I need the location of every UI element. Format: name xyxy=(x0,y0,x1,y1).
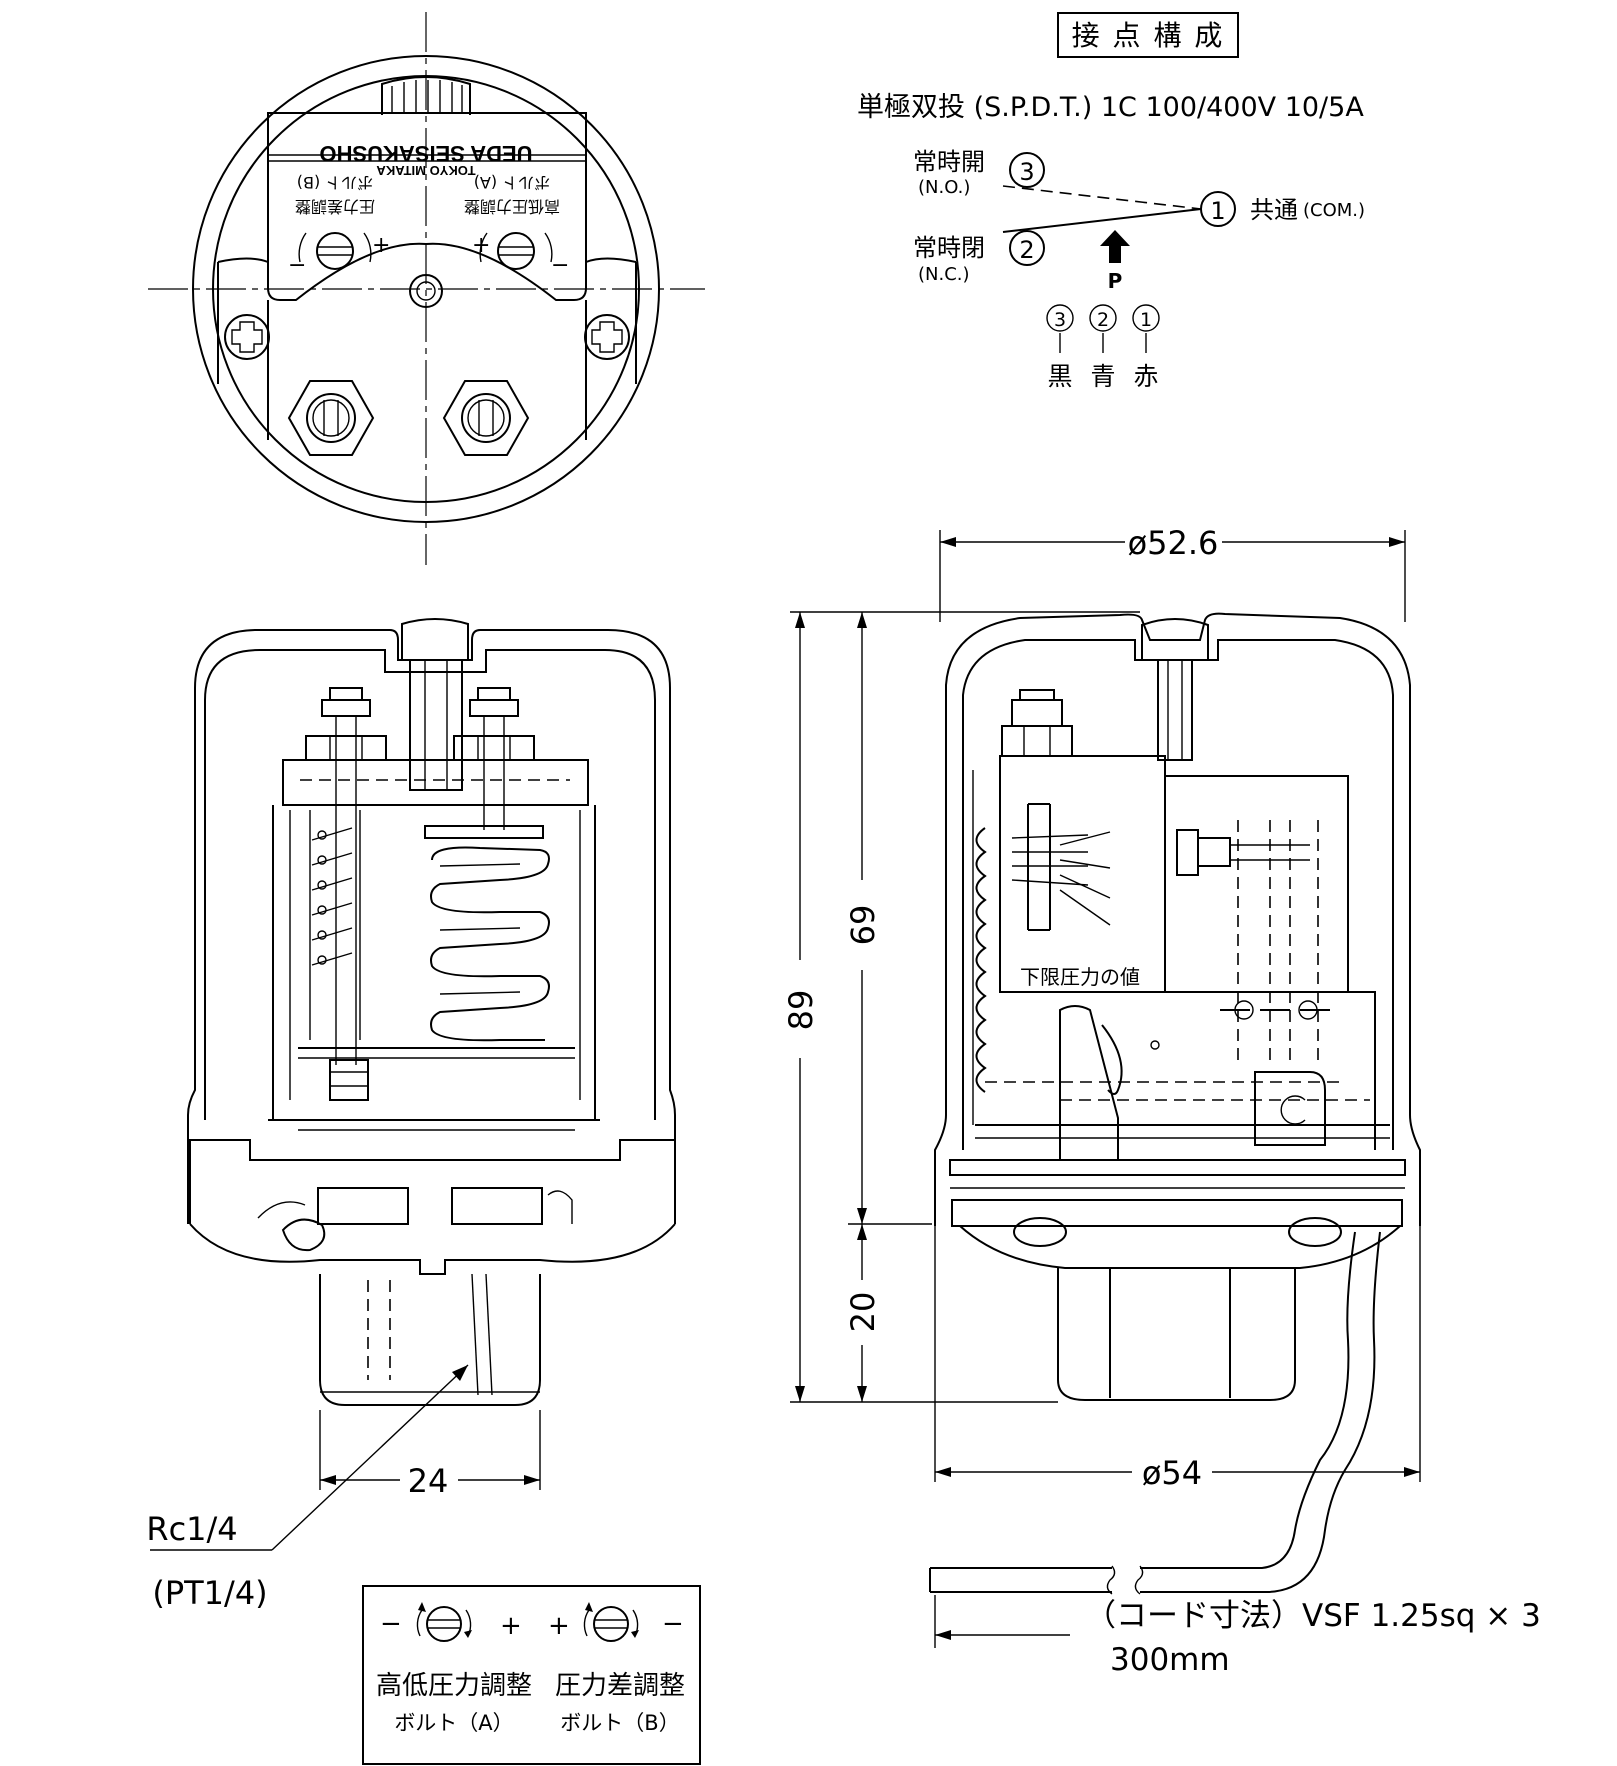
top-label-a-2: ボルト (A) xyxy=(474,173,551,192)
no-label: 常時開 xyxy=(913,148,985,176)
top-label-a-1: 高低圧力調整 xyxy=(464,197,560,216)
front-plunger xyxy=(409,659,463,791)
thread-size-alt: (PT1/4) xyxy=(152,1574,267,1612)
brand-city: TOKYO MITAKA xyxy=(376,163,476,178)
cable-gland-right xyxy=(442,380,530,456)
com-sub: (COM.) xyxy=(1303,200,1365,221)
svg-text:−: − xyxy=(288,253,306,278)
terminal-2-number: 2 xyxy=(1019,236,1034,264)
wire-red-label: 赤 xyxy=(1133,362,1158,391)
legend-label-b-1: 圧力差調整 xyxy=(555,1671,685,1701)
front-section-view xyxy=(187,618,676,1406)
contact-spec: 単極双投 (S.P.D.T.) 1C 100/400V 10/5A xyxy=(857,92,1364,123)
side-switch-body xyxy=(999,755,1166,993)
contact-title-box xyxy=(1057,12,1239,58)
legend-screw-b: + − xyxy=(548,1602,684,1642)
no-sub: (N.O.) xyxy=(918,177,970,198)
front-main-spring xyxy=(424,825,550,1042)
front-bolt-b xyxy=(305,687,387,1065)
thread-callout: Rc1/4 (PT1/4) xyxy=(146,1364,469,1612)
terminal-1-number: 1 xyxy=(1210,197,1225,225)
nc-label: 常時閉 xyxy=(913,234,985,262)
front-hex-fitting xyxy=(319,1274,541,1406)
wire-1-circle xyxy=(1132,304,1160,332)
outer-case-circle xyxy=(192,55,660,523)
svg-text:−: − xyxy=(551,253,569,278)
com-label: 共通 xyxy=(1250,196,1298,224)
svg-text:+: + xyxy=(472,233,490,258)
pressure-label: P xyxy=(1108,269,1123,293)
front-bolt-a xyxy=(453,687,535,830)
wire-3-number: 3 xyxy=(1054,309,1066,331)
side-outer-cover xyxy=(934,612,1421,1226)
front-top-bracket xyxy=(282,759,589,806)
dim-bottom-diameter: ø54 xyxy=(934,1226,1421,1492)
mounting-screw-left xyxy=(224,314,270,360)
dim-top-diameter: ø52.6 xyxy=(939,524,1406,622)
cable-gland-left xyxy=(287,380,375,456)
nc-sub: (N.C.) xyxy=(918,264,970,285)
dim-hex-width-text: 24 xyxy=(408,1462,449,1500)
wire-black-label: 黒 xyxy=(1047,362,1072,391)
front-outer-cover xyxy=(187,629,676,1224)
dim-bottom-diameter-text: ø54 xyxy=(1142,1454,1202,1492)
svg-text:+: + xyxy=(548,1611,570,1641)
front-base-flange xyxy=(189,1223,676,1275)
dim-heights: 89 69 20 xyxy=(782,611,1140,1403)
wire-2-circle xyxy=(1089,304,1117,332)
top-label-b-2: ボルト (B) xyxy=(297,173,374,192)
adjustment-legend: − + + − 高低圧力調整 ボルト（A） 圧力差調整 ボルト（B） xyxy=(362,1585,701,1765)
contact-title: 接 点 構 成 xyxy=(1072,19,1225,52)
legend-box xyxy=(362,1585,701,1765)
top-label-b-1: 圧力差調整 xyxy=(295,197,375,216)
thread-leader xyxy=(271,1364,469,1551)
dim-total-height-text: 89 xyxy=(782,990,820,1031)
nc-contact-line xyxy=(1002,208,1202,233)
dim-hex-width: 24 xyxy=(319,1410,541,1500)
thread-size: Rc1/4 xyxy=(146,1510,237,1548)
terminal-3-circle xyxy=(1009,152,1045,188)
side-base-flange xyxy=(959,1225,1401,1269)
lower-limit-label: 下限圧力の値 xyxy=(1020,965,1140,989)
no-contact-line xyxy=(1002,185,1202,210)
top-screw-b: − + xyxy=(288,232,390,278)
center-screw xyxy=(409,274,443,308)
wire-2-number: 2 xyxy=(1097,309,1109,331)
wire-blue-label: 青 xyxy=(1090,362,1115,391)
terminal-3-number: 3 xyxy=(1019,158,1034,186)
front-small-spring xyxy=(309,810,369,1101)
side-view: 下限圧力の値 xyxy=(929,612,1421,1595)
top-view: UEDA SEISAKUSHO TOKYO MITAKA ボルト (A) 高低圧… xyxy=(148,12,705,565)
mounting-screw-right xyxy=(584,314,630,360)
cord-dimension: （コード寸法）VSF 1.25sq × 3 300mm xyxy=(934,1595,1541,1678)
cord-length: 300mm xyxy=(1110,1642,1230,1678)
cord-spec: （コード寸法）VSF 1.25sq × 3 xyxy=(1085,1598,1541,1634)
cord-inner xyxy=(1140,1231,1381,1593)
side-hex-fitting xyxy=(1057,1268,1296,1401)
pressure-arrow-icon xyxy=(1100,230,1130,263)
legend-label-a-1: 高低圧力調整 xyxy=(376,1671,532,1701)
wire-3-circle xyxy=(1046,304,1074,332)
dim-base-height-text: 20 xyxy=(844,1292,882,1333)
terminal-2-circle xyxy=(1009,230,1045,266)
svg-text:−: − xyxy=(380,1609,402,1639)
svg-text:+: + xyxy=(372,233,390,258)
legend-label-a-2: ボルト（A） xyxy=(394,1711,513,1735)
dim-body-height-text: 69 xyxy=(844,905,882,946)
dim-top-diameter-text: ø52.6 xyxy=(1128,524,1219,562)
svg-text:+: + xyxy=(500,1611,522,1641)
legend-screw-a: − + xyxy=(380,1602,522,1642)
contact-configuration: 接 点 構 成 単極双投 (S.P.D.T.) 1C 100/400V 10/5… xyxy=(857,12,1365,391)
legend-label-b-2: ボルト（B） xyxy=(560,1711,679,1735)
brand-name: UEDA SEISAKUSHO xyxy=(319,141,532,166)
top-screw-a: + − xyxy=(472,232,569,278)
side-spring xyxy=(975,827,987,1093)
cord-outer xyxy=(1140,1231,1356,1569)
label-plate xyxy=(267,112,587,301)
svg-text:−: − xyxy=(662,1609,684,1639)
legend-screw-a-icon xyxy=(426,1606,462,1642)
wire-1-number: 1 xyxy=(1140,309,1152,331)
legend-screw-b-icon xyxy=(593,1606,629,1642)
